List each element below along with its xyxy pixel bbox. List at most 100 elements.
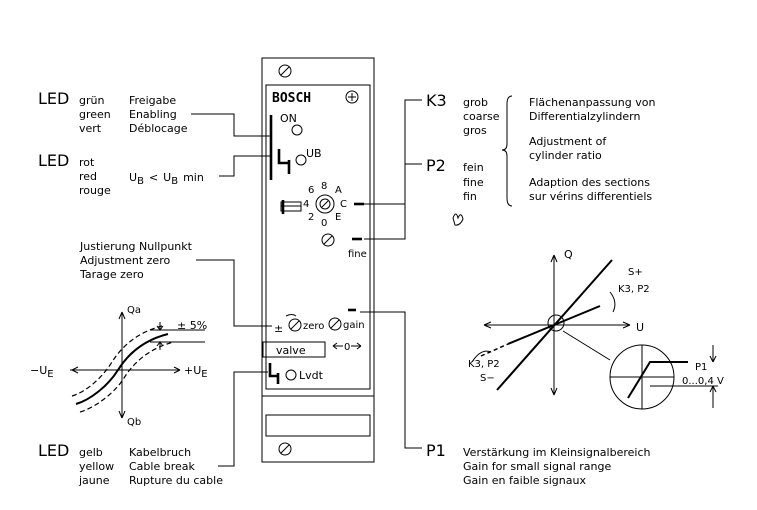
led-heading: LED: [38, 441, 69, 460]
led-heading: LED: [38, 151, 69, 170]
valve-box: [262, 341, 326, 358]
mode-label: fein: [463, 161, 484, 174]
k3-desc: Adjustment of: [529, 135, 607, 148]
top-screw-icon: [278, 64, 292, 78]
meaning-label: Rupture du cable: [129, 474, 223, 487]
led-lvdt-label: Lvdt: [299, 369, 324, 382]
curve-label: S−: [480, 373, 495, 384]
color-label: grün: [79, 94, 104, 107]
color-label: gelb: [79, 446, 103, 459]
zero-shift-arrows-icon: [332, 342, 362, 350]
axis-label: Qa: [127, 305, 141, 316]
p1-gain-potentiometer[interactable]: [328, 317, 342, 331]
leader-line-zero: [196, 259, 272, 327]
detail-label: 0...0,4 V: [682, 376, 724, 387]
axis-label: Q: [564, 248, 573, 261]
axis-label: +UE: [184, 364, 208, 380]
p1-desc: Verstärkung im Kleinsignalbereich: [463, 446, 650, 459]
p2-fine-potentiometer[interactable]: [321, 233, 335, 247]
leader-line-ub: [219, 155, 272, 177]
zero-text: Justierung Nullpunkt: [79, 240, 193, 253]
color-label: vert: [79, 122, 102, 135]
gain-panel-label: gain: [343, 320, 365, 331]
k3-desc: cylinder ratio: [529, 149, 602, 162]
tolerance-label: ± 5%: [177, 319, 207, 332]
led-heading: LED: [38, 89, 69, 108]
led-ub-symbol-icon: [277, 149, 289, 165]
front-panel: BOSCH ON UB 8 A C E 0 2 4 6: [261, 57, 375, 463]
color-label: red: [79, 170, 97, 183]
mode-label: fin: [463, 190, 477, 203]
led-on-legend: LED grün green vert Freigabe Enabling Dé…: [38, 89, 188, 135]
zero-adjust-legend: Justierung Nullpunkt Adjustment zero Tar…: [79, 240, 193, 281]
led-on-indicator: [291, 124, 303, 136]
leader-line-on: [191, 113, 272, 137]
mode-label: coarse: [463, 110, 500, 123]
k3-id: K3: [426, 91, 447, 110]
dial-label: 2: [308, 212, 314, 223]
s-minus-line: [507, 305, 601, 345]
color-label: green: [79, 108, 111, 121]
dial-label: A: [335, 185, 342, 196]
led-lvdt-legend: LED gelb yellow jaune Kabelbruch Cable b…: [38, 441, 223, 487]
k3-desc: Adaption des sections: [529, 176, 650, 189]
zero-potentiometer[interactable]: [288, 318, 302, 332]
zero-rotate-arrow-icon: [285, 314, 297, 317]
color-label: jaune: [78, 474, 110, 487]
panel-inner: [265, 84, 371, 390]
grouping-brace: [501, 95, 513, 207]
dial-label: C: [340, 199, 347, 210]
zero-plus-minus-icon: ±: [274, 322, 283, 335]
axis-label: U: [636, 321, 644, 334]
p2-id: P2: [426, 156, 446, 175]
color-label: yellow: [79, 460, 114, 473]
k3-legend: K3 grob coarse gros Flächenanpassung von…: [426, 91, 655, 203]
p1-desc: Gain en faible signaux: [463, 474, 586, 487]
led-ub-label: UB: [306, 147, 322, 160]
tolerance-curve-lower: [79, 341, 175, 413]
color-label: rot: [79, 156, 95, 169]
led-lvdt-symbol-icon: [268, 363, 278, 378]
origin-detail-circle: [547, 314, 565, 332]
hand-cursor-icon: [452, 213, 464, 226]
meaning-label: Freigabe: [129, 94, 176, 107]
mode-label: grob: [463, 96, 488, 109]
leader-line-p2: [364, 163, 422, 240]
p2-legend: P2 fein fine fin: [426, 156, 484, 203]
led-on-label: ON: [280, 112, 297, 125]
bottom-screw-icon: [278, 442, 292, 456]
p1-id: P1: [426, 441, 446, 460]
gain-angle-arc-lower: [471, 350, 492, 363]
zero-text: Adjustment zero: [80, 254, 170, 267]
leader-line-p1: [360, 311, 422, 449]
led-ub-indicator: [295, 154, 307, 166]
curve-label: K3, P2: [618, 284, 650, 295]
valve-label: valve: [276, 344, 306, 357]
bosch-armature-icon: [345, 90, 359, 104]
handle-slot: [265, 414, 371, 437]
leader-line-k3: [364, 99, 422, 205]
k3-desc: sur vérins differentiels: [529, 190, 652, 203]
axis-label: −UE: [30, 364, 54, 380]
k3-rotary-switch[interactable]: [315, 194, 335, 214]
dial-label: 8: [321, 181, 327, 192]
leader-line-lvdt: [218, 371, 268, 467]
curve-label: K3, P2: [468, 359, 500, 370]
meaning-label: Enabling: [129, 108, 177, 121]
k3-desc: Flächenanpassung von: [529, 96, 655, 109]
detail-curve: [627, 361, 688, 399]
meaning-label: Kabelbruch: [129, 446, 191, 459]
tolerance-curve-upper: [71, 325, 163, 397]
detail-label: P1: [695, 362, 707, 373]
detail-leader: [562, 330, 611, 361]
gain-characteristic-plot: Q U S+ K3, P2 K3, P2 S− P1 0...0,4 V: [468, 248, 724, 410]
curve-label: S+: [628, 267, 643, 278]
brand-logo: BOSCH: [272, 91, 311, 106]
panel-outline: [261, 57, 375, 463]
color-label: rouge: [79, 184, 111, 197]
zero-panel-label: zero: [303, 321, 324, 332]
meaning-label: Déblocage: [129, 122, 188, 135]
